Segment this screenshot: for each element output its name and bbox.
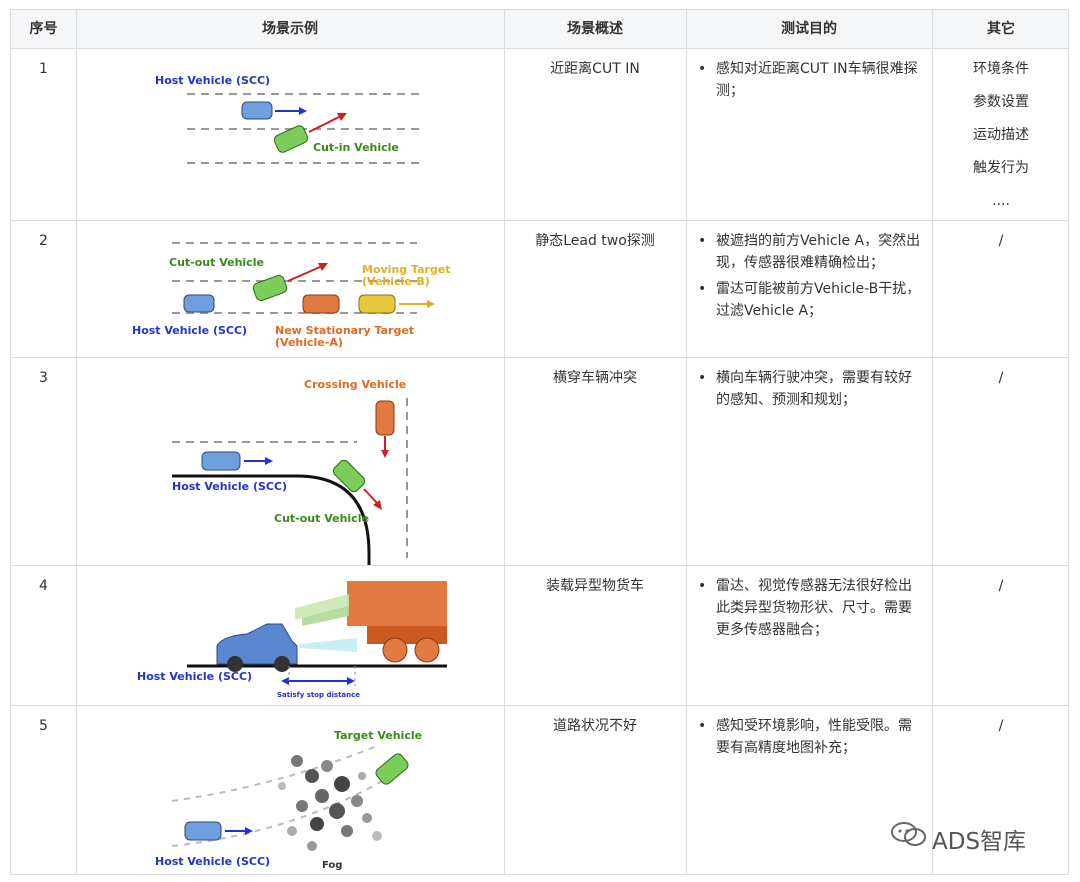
header-example: 场景示例: [262, 21, 318, 37]
row-index: 3: [39, 370, 48, 386]
other-item: ....: [992, 193, 1010, 209]
row-other: /: [932, 367, 1070, 400]
col-divider: [686, 10, 687, 874]
other-item: /: [998, 718, 1004, 734]
other-item: 参数设置: [973, 94, 1029, 110]
fog-illustration: Target Vehicle Host Vehicle (SCC: [155, 729, 422, 871]
row-index: 2: [39, 233, 48, 249]
row-summary: 静态Lead two探测: [535, 233, 655, 249]
purpose-item: 雷达可能被前方Vehicle-B干扰，过滤Vehicle A；: [686, 278, 922, 322]
host-car-icon: [241, 101, 273, 120]
fog-label: Fog: [322, 860, 342, 871]
purpose-item: 被遮挡的前方Vehicle A，突然出现，传感器很难精确检出；: [686, 230, 922, 274]
cut-out-car-icon: [252, 274, 288, 302]
row-divider: [11, 220, 1068, 221]
crossing-car-icon: [375, 400, 395, 436]
row-other: /: [932, 715, 1070, 748]
truck-illustration: Host Vehicle (SCC) Satisfy stop distance: [137, 581, 447, 699]
truck-cargo-icon: [347, 581, 447, 626]
watermark: ADS智库: [932, 829, 1027, 855]
fog-cloud-icon: [278, 755, 382, 851]
col-divider: [932, 10, 933, 874]
col-divider: [504, 10, 505, 874]
row-divider: [11, 705, 1068, 706]
host-vehicle-label: Host Vehicle (SCC): [137, 670, 252, 683]
other-item: 运动描述: [973, 127, 1029, 143]
host-car-icon: [216, 623, 298, 665]
purpose-item: 横向车辆行驶冲突，需要有较好的感知、预测和规划；: [686, 367, 922, 411]
purpose-item: 感知对近距离CUT IN车辆很难探测；: [686, 58, 922, 102]
col-divider: [76, 10, 77, 874]
moving-target-label: Moving Target: [362, 263, 451, 276]
row-index: 5: [39, 718, 48, 734]
row-divider: [11, 48, 1068, 49]
target-vehicle-label: Target Vehicle: [334, 729, 422, 742]
crossing-vehicle-label: Crossing Vehicle: [304, 378, 406, 391]
header-other: 其它: [987, 21, 1015, 37]
vehicle-b-label: (Vehicle-B): [362, 275, 430, 288]
cut-in-vehicle-label: Cut-in Vehicle: [313, 141, 399, 154]
other-item: 触发行为: [973, 160, 1029, 176]
row-index: 4: [39, 578, 48, 594]
purpose-item: 雷达、视觉传感器无法很好检出此类异型货物形状、尺寸。需要更多传感器融合；: [686, 575, 922, 641]
header-summary: 场景概述: [567, 21, 623, 37]
stop-distance-label: Satisfy stop distance: [277, 691, 360, 699]
cut-out-vehicle-label: Cut-out Vehicle: [169, 256, 264, 269]
purpose-item: 感知受环境影响，性能受限。需要有高精度地图补充；: [686, 715, 922, 759]
row-summary: 道路状况不好: [553, 718, 637, 734]
odd-cargo-icon: [295, 594, 349, 620]
host-car-icon: [201, 451, 241, 471]
cut-in-illustration: Host Vehicle (SCC) Cut-in Vehicle: [155, 74, 422, 164]
host-vehicle-label: Host Vehicle (SCC): [155, 74, 270, 87]
row-other: 环境条件 参数设置 运动描述 触发行为 ....: [932, 58, 1070, 223]
new-stationary-target-label: New Stationary Target: [275, 324, 414, 337]
host-vehicle-label: Host Vehicle (SCC): [172, 480, 287, 493]
row-summary: 近距离CUT IN: [550, 61, 640, 77]
row-purpose: 感知对近距离CUT IN车辆很难探测；: [686, 58, 922, 106]
row-purpose: 雷达、视觉传感器无法很好检出此类异型货物形状、尺寸。需要更多传感器融合；: [686, 575, 922, 645]
row-purpose: 横向车辆行驶冲突，需要有较好的感知、预测和规划；: [686, 367, 922, 415]
header-index: 序号: [29, 21, 58, 37]
cut-out-vehicle-label: Cut-out Vehicle: [274, 512, 369, 525]
row-purpose: 感知受环境影响，性能受限。需要有高精度地图补充；: [686, 715, 922, 763]
stationary-car-icon: [302, 294, 340, 314]
host-car-icon: [184, 821, 222, 841]
other-item: 环境条件: [973, 61, 1029, 77]
row-divider: [11, 357, 1068, 358]
row-divider: [11, 565, 1068, 566]
vehicle-a-label: (Vehicle-A): [275, 336, 343, 349]
cut-out-car-icon: [332, 459, 366, 493]
other-item: /: [998, 233, 1004, 249]
row-summary: 装载异型物货车: [546, 578, 644, 594]
scenario-table: 序号 场景示例 场景概述 测试目的 其它 1 近距离CUT IN 感知对近距离C…: [10, 9, 1069, 875]
row-other: /: [932, 575, 1070, 608]
cut-in-car-icon: [273, 125, 309, 153]
row-purpose: 被遮挡的前方Vehicle A，突然出现，传感器很难精确检出； 雷达可能被前方V…: [686, 230, 922, 326]
wechat-icon: [891, 822, 926, 846]
moving-target-car-icon: [358, 294, 396, 314]
host-car-icon: [183, 294, 215, 313]
header-purpose: 测试目的: [781, 21, 837, 37]
crossing-illustration: Crossing Vehicle Host Vehicle (SCC) Cut-…: [172, 378, 408, 565]
table-header: [11, 10, 1068, 48]
row-summary: 横穿车辆冲突: [553, 370, 637, 386]
other-item: /: [998, 370, 1004, 386]
lead-two-illustration: Cut-out Vehicle Moving Target (Vehicle-B…: [132, 242, 451, 349]
target-car-icon: [375, 753, 409, 785]
other-item: /: [998, 578, 1004, 594]
row-other: /: [932, 230, 1070, 263]
host-vehicle-label: Host Vehicle (SCC): [132, 324, 247, 337]
row-index: 1: [39, 61, 48, 77]
host-vehicle-label: Host Vehicle (SCC): [155, 855, 270, 868]
